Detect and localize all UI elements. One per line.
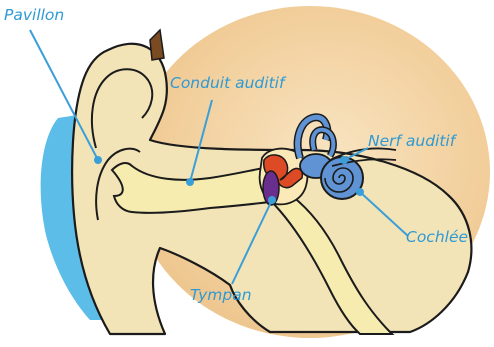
dot-cochlee <box>356 188 364 196</box>
hair <box>150 30 164 60</box>
label-pavillon: Pavillon <box>4 8 64 24</box>
dot-conduit <box>186 178 194 186</box>
dot-tympan <box>268 196 276 204</box>
label-cochlee: Cochlée <box>406 230 468 246</box>
dot-nerf <box>340 156 348 164</box>
label-conduit-auditif: Conduit auditif <box>170 76 284 92</box>
label-nerf-auditif: Nerf auditif <box>368 134 455 150</box>
label-tympan: Tympan <box>190 288 252 304</box>
dot-pavillon <box>94 156 102 164</box>
